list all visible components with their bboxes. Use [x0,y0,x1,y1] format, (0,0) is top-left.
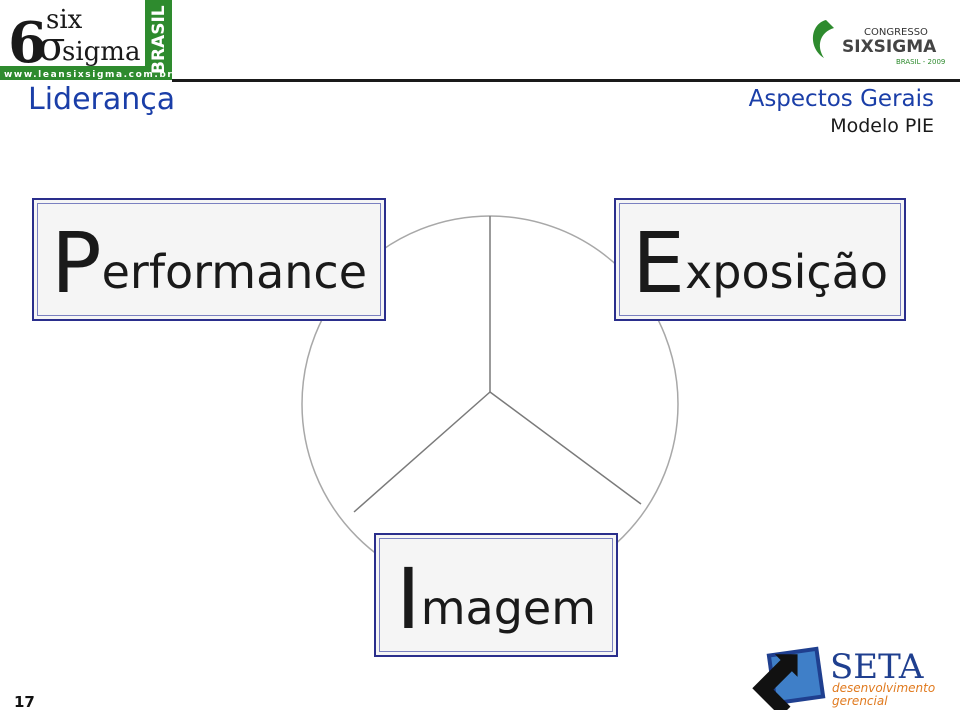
imagem-rest: magem [420,581,597,635]
performance-rest: erformance [101,245,368,299]
logo-right-line3: BRASIL - 2009 [896,58,945,66]
pie-divider-right [489,391,642,505]
performance-initial: P [50,214,102,312]
six-sigma-brasil-logo: BRASIL 6 σ six sigma www.leansixsigma.co… [0,0,172,80]
page-number: 17 [14,693,35,711]
imagem-initial: I [395,550,421,648]
seta-line1: desenvolvimento [832,681,935,695]
seta-name: SETA [830,647,924,687]
logo-sigma-glyph: σ [38,24,65,70]
logo-side-word: BRASIL [149,5,169,74]
logo-bottom-word: sigma [62,37,140,67]
logo-right-line2: SIXSIGMA [842,37,937,57]
seta-line2: gerencial [832,694,888,708]
slide-title: Liderança [28,82,176,117]
pie-divider-left [353,391,491,513]
logo-top-word: six [46,5,83,35]
seta-arrow-icon [752,646,826,710]
logo-url: www.leansixsigma.com.br [4,70,172,80]
exposicao-initial: E [631,214,686,312]
swoosh-icon [812,20,834,58]
header-divider [172,79,960,82]
congresso-sixsigma-logo: CONGRESSO SIXSIGMA BRASIL - 2009 [812,20,945,66]
logo-numeral: 6 [8,10,47,76]
section-title: Aspectos Gerais [748,86,934,112]
seta-logo: SETA desenvolvimento gerencial [752,646,935,710]
logo-right-line1: CONGRESSO [864,27,928,38]
exposicao-rest: xposição [685,245,888,299]
section-subtitle: Modelo PIE [830,115,934,137]
